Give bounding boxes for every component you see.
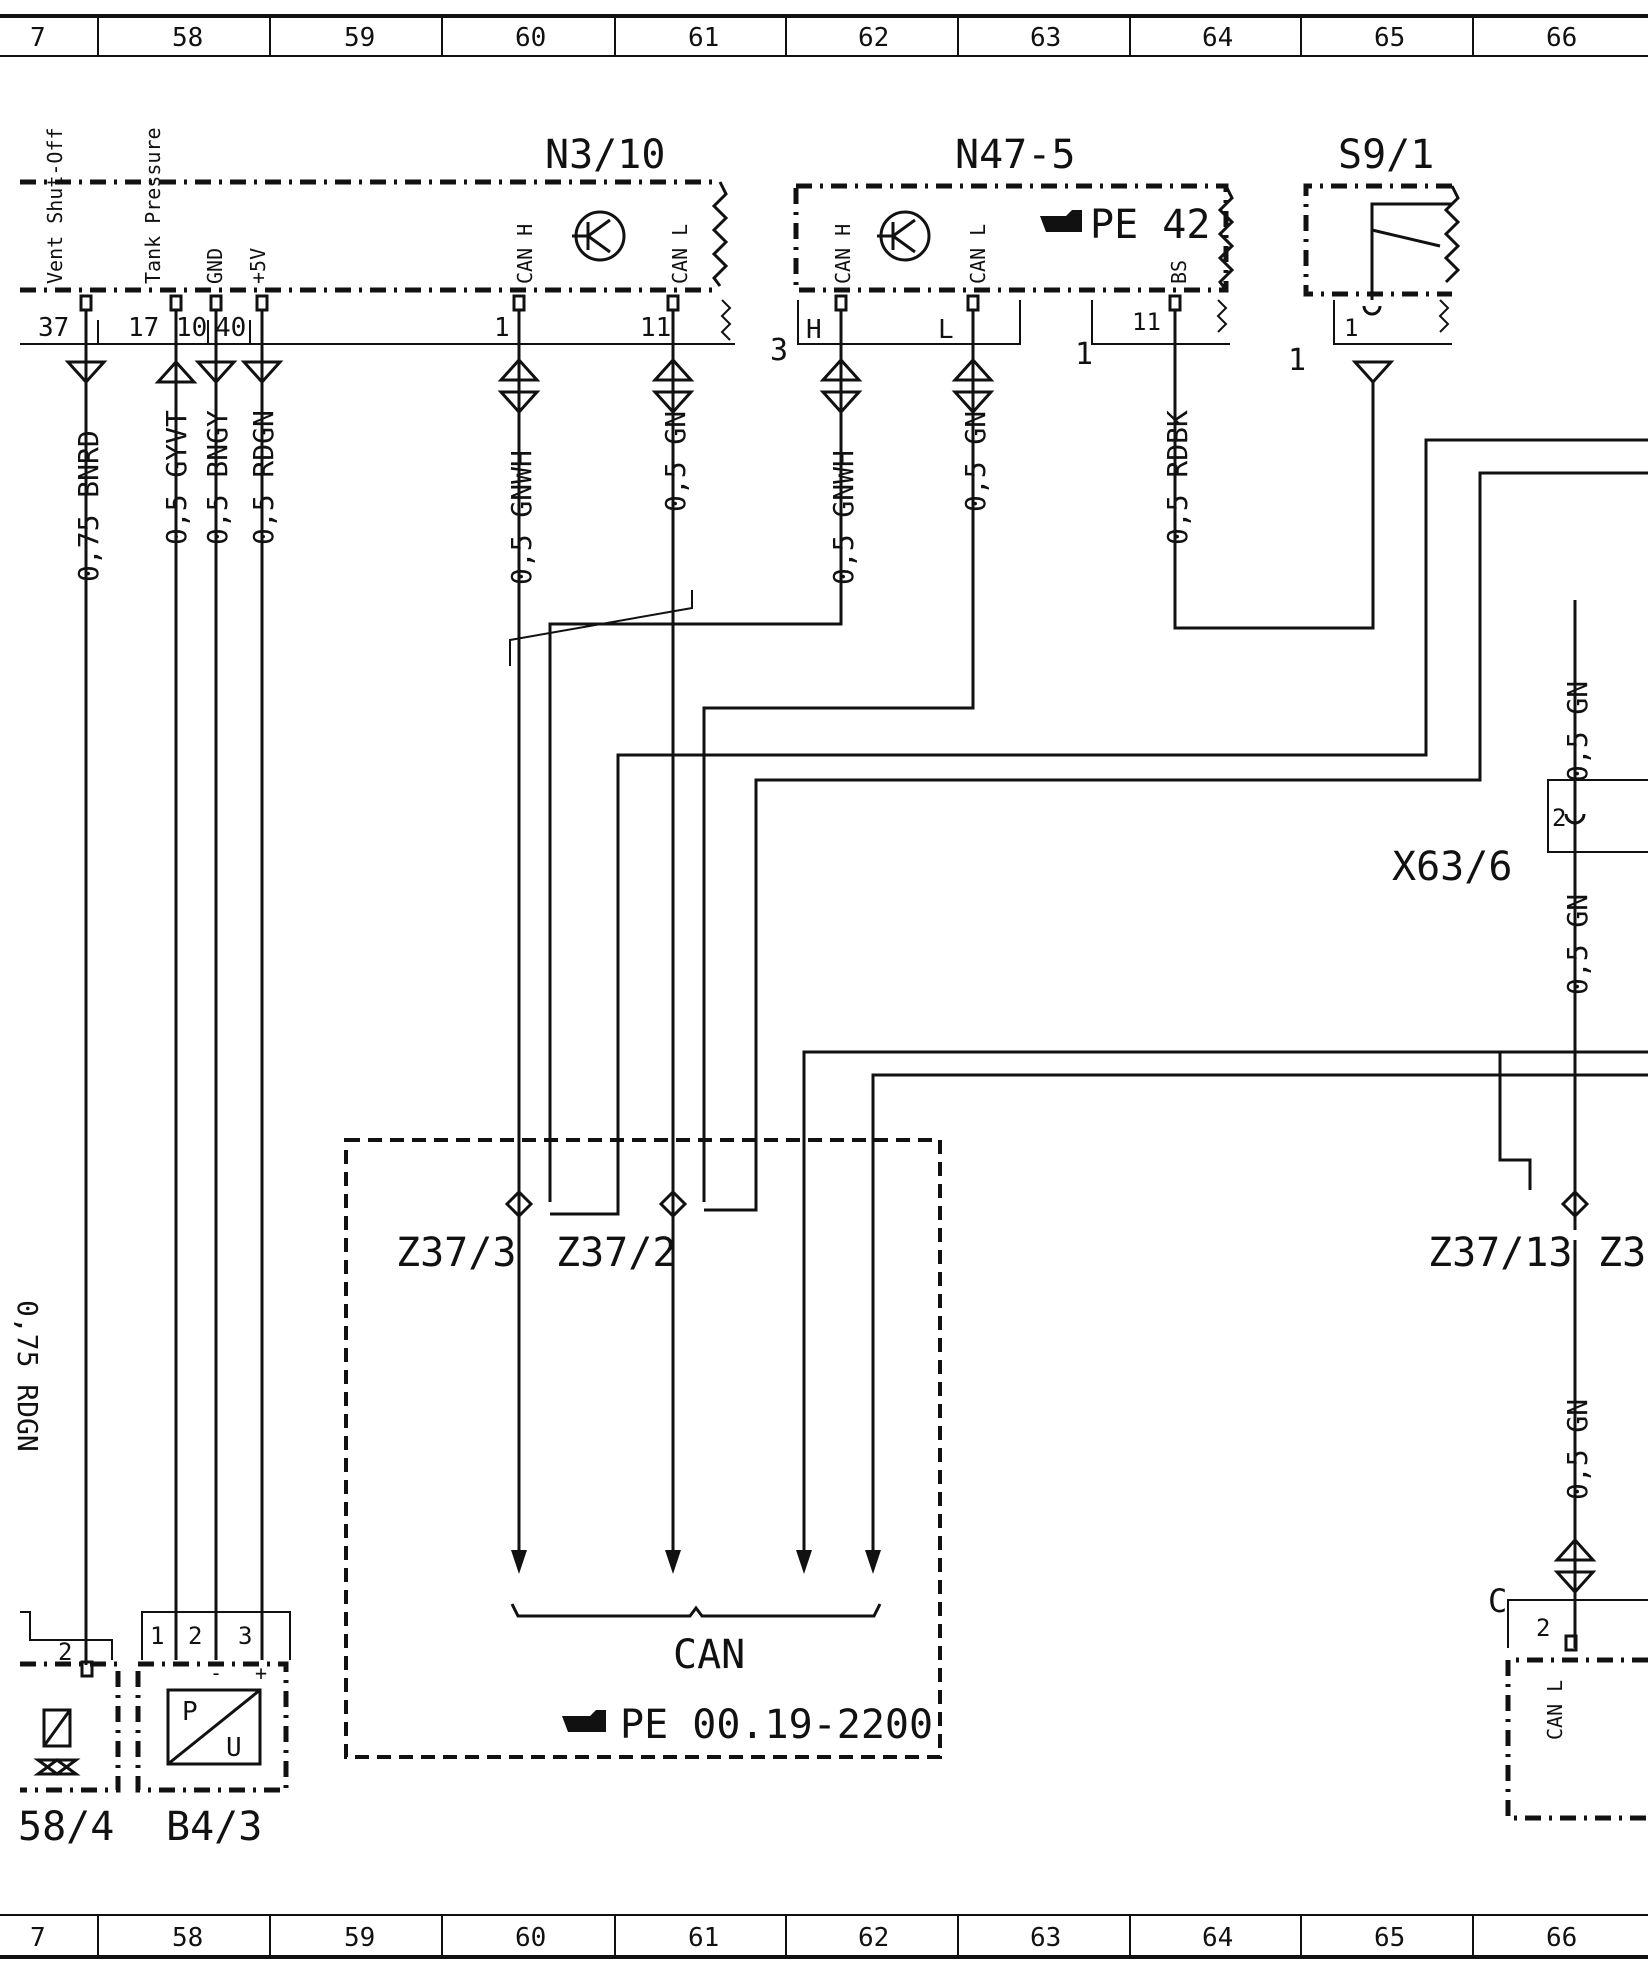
grid-bottom-cell: 64 — [1202, 1923, 1233, 1953]
grid-bottom-cell: 65 — [1374, 1923, 1405, 1953]
wire-label: 0,75 BNRD — [72, 430, 105, 582]
can-distributor: Z37/3 Z37/2 Z37/13 Z3 CAN PE 00.19-2200 — [344, 1138, 1646, 1759]
grid-top-cell: 61 — [688, 23, 719, 53]
pin-number-2: 2 — [58, 1638, 72, 1666]
transistor-icon — [572, 210, 626, 262]
pin-label-l: L — [938, 315, 954, 345]
pin-number-37: 37 — [38, 313, 69, 343]
grid-top-cell: 64 — [1202, 23, 1233, 53]
grid-bottom-cell: 59 — [344, 1923, 375, 1953]
pin-number-2: 2 — [188, 1622, 202, 1650]
grid-top-cell: 66 — [1546, 23, 1577, 53]
pin-label-tank-pressure: Tank Pressure — [141, 127, 165, 284]
wire-labels: 0,75 BNRD 0,5 GYVT 0,5 BNGY 0,5 RDGN 0,5… — [11, 410, 1594, 1500]
right-can-connector: C 2 CAN L — [1488, 1582, 1648, 1821]
pin-number-1: 1 — [1288, 343, 1306, 378]
component-x63-6: 2 X63/6 — [1392, 779, 1648, 890]
splice-label-z3: Z3 — [1598, 1230, 1646, 1276]
pin-label-h: H — [806, 315, 822, 345]
grid-top-cell: 60 — [515, 23, 546, 53]
component-b4-3: 1 2 3 - + P U B4/3 — [135, 1611, 291, 1850]
pin-label-can-l: CAN L — [966, 224, 990, 284]
pin-number-1: 1 — [150, 1622, 164, 1650]
wire-label: 0,5 GYVT — [160, 410, 193, 545]
wire-label: 0,5 RDBK — [1161, 410, 1194, 545]
component-s9-1: S9/1 1 1 — [1288, 132, 1461, 385]
symbol-p: P — [182, 1697, 198, 1727]
pin-label-bs: BS — [1167, 260, 1191, 284]
symbol-u: U — [226, 1733, 242, 1763]
grid-top-cell: 63 — [1030, 23, 1061, 53]
pin-number-11: 11 — [640, 313, 671, 343]
pin-label-minus: - — [210, 1661, 222, 1685]
component-y58-4: 2 58/4 — [18, 1611, 121, 1850]
grid-bottom-cell: 7 — [30, 1923, 46, 1953]
pin-label-can-l: CAN L — [1543, 1680, 1567, 1740]
pin-number-11: 11 — [1132, 308, 1161, 336]
can-bus-label: CAN — [673, 1632, 745, 1678]
pin-label-can-l: CAN L — [668, 224, 692, 284]
wire-label: 0,5 RDGN — [247, 410, 280, 545]
wire-label: 0,5 GN — [959, 411, 992, 512]
wire-label: 0,5 BNGY — [201, 410, 234, 545]
top-grid-strip: 7 58 59 60 61 62 63 64 65 66 — [0, 14, 1648, 57]
grid-bottom-cell: 63 — [1030, 1923, 1061, 1953]
component-n3-10: N3/10 Vent Shut-Off Tank Pressure GND +5… — [20, 127, 735, 345]
wire-label: 0,5 GN — [1561, 894, 1594, 995]
pin-label-plus: + — [255, 1661, 267, 1685]
grid-top-cell: 62 — [858, 23, 889, 53]
wire-label: 0,5 GN — [659, 411, 692, 512]
pin-number-10: 10 — [176, 313, 207, 343]
component-label-n3-10: N3/10 — [545, 132, 665, 178]
pointing-hand-icon — [1040, 210, 1082, 232]
bottom-grid-strip: 7 58 59 60 61 62 63 64 65 66 — [0, 1914, 1648, 1959]
grid-top-cell: 65 — [1374, 23, 1405, 53]
pin-number-40: 40 — [215, 313, 246, 343]
pin-label-can-h: CAN H — [831, 224, 855, 284]
pin-number-1: 1 — [494, 313, 510, 343]
grid-top-cell: 7 — [30, 23, 46, 53]
component-label-x63-6: X63/6 — [1392, 844, 1512, 890]
grid-bottom-cell: 61 — [688, 1923, 719, 1953]
component-label-s9-1: S9/1 — [1338, 132, 1434, 178]
wire-label: 0,5 GNWH — [505, 450, 538, 585]
wire-label: 0,75 RDGN — [11, 1300, 44, 1452]
pin-number-3: 3 — [238, 1622, 252, 1650]
pin-number-17: 17 — [128, 313, 159, 343]
pin-label-vent-shut-off: Vent Shut-Off — [43, 127, 67, 284]
grid-bottom-cell: 60 — [515, 1923, 546, 1953]
pin-label-plus5v: +5V — [246, 248, 270, 284]
pin-label-can-h: CAN H — [513, 224, 537, 284]
wire-group-n3-10 — [64, 310, 1648, 1665]
component-label-n47-5: N47-5 — [955, 132, 1075, 178]
pin-number-1: 1 — [1075, 337, 1093, 372]
grid-bottom-cell: 58 — [172, 1923, 203, 1953]
grid-top-cell: 58 — [172, 23, 203, 53]
component-label-b4-3: B4/3 — [166, 1804, 262, 1850]
pin-number-2: 2 — [1552, 804, 1566, 832]
pin-label-gnd: GND — [203, 248, 227, 284]
reference-pe42: PE 42 — [1090, 202, 1210, 248]
grid-bottom-cell: 62 — [858, 1923, 889, 1953]
pin-number-3: 3 — [770, 333, 788, 368]
connector-label-c: C — [1488, 1582, 1507, 1620]
pin-number-2: 2 — [1536, 1614, 1550, 1642]
splice-label-z37-2: Z37/2 — [556, 1230, 676, 1276]
pin-number-1: 1 — [1344, 314, 1358, 342]
grid-top-cell: 59 — [344, 23, 375, 53]
component-label-y58-4: 58/4 — [18, 1804, 114, 1850]
splice-label-z37-3: Z37/3 — [396, 1230, 516, 1276]
transistor-icon — [877, 210, 931, 262]
component-n47-5: N47-5 CAN H CAN L BS PE 42 H L 3 1 11 — [770, 132, 1235, 372]
grid-bottom-cell: 66 — [1546, 1923, 1577, 1953]
wire-label: 0,5 GNWH — [827, 450, 860, 585]
can-bus-reference: PE 00.19-2200 — [620, 1702, 933, 1748]
wire-label: 0,5 GN — [1561, 681, 1594, 782]
pointing-hand-icon — [562, 1710, 606, 1732]
splice-label-z37-13: Z37/13 — [1428, 1230, 1573, 1276]
wire-label: 0,5 GN — [1561, 1399, 1594, 1500]
